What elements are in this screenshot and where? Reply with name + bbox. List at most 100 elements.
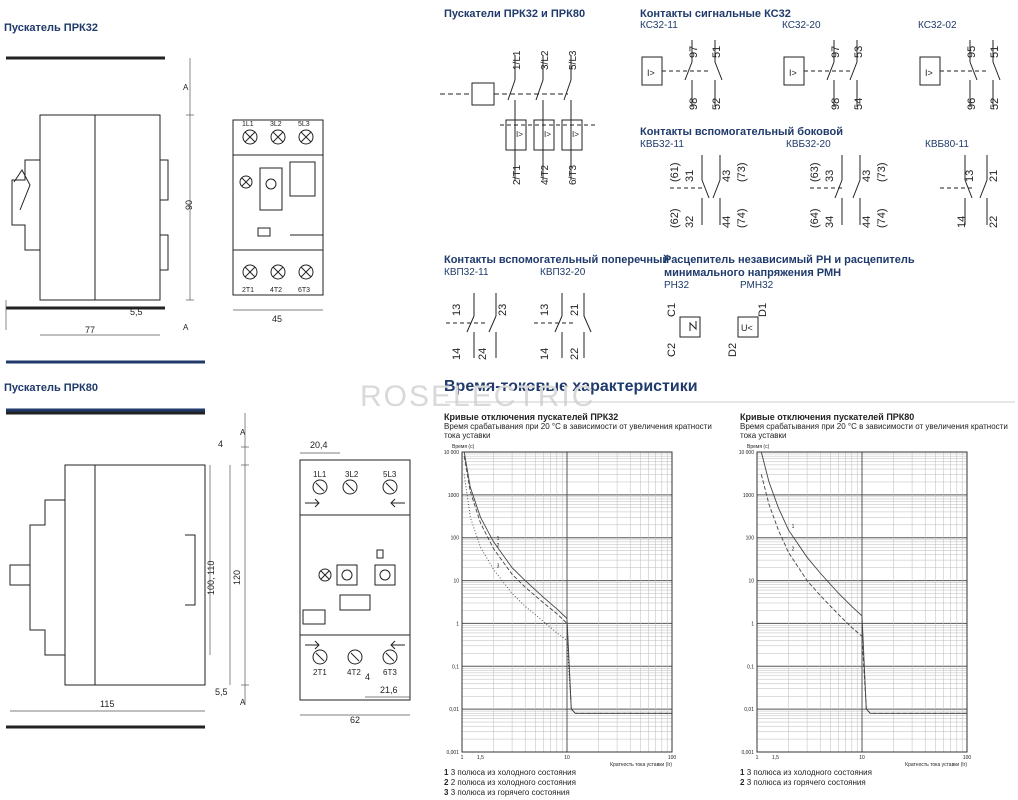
prk80-dim-4: 4 <box>218 439 223 449</box>
starters-bottom-3: 6/T3 <box>568 165 579 185</box>
chart2-legend-item-2: 2 3 полюса из горячего состояния <box>740 778 866 787</box>
kvp32-11-top-1: 13 <box>451 304 463 316</box>
kvb32-11-top-3: 43 <box>721 170 733 182</box>
prk32-dim-45: 45 <box>272 314 282 324</box>
time-current-title: Время-токовые характеристики <box>444 378 698 395</box>
x-tick-label: 10 <box>859 755 865 761</box>
ks32-20-top-1: 97 <box>830 46 842 58</box>
prk80-dim-100-110: 100, 110 <box>206 561 216 595</box>
starters-bottom-1: 2/T1 <box>512 165 523 185</box>
release-rmn32-scheme: U< D1 D2 <box>727 303 769 357</box>
y-tick-label: 0,001 <box>446 750 459 756</box>
prk80-term-2t1: 2T1 <box>313 668 327 677</box>
prk80-dim-a-bottom: A <box>240 698 246 707</box>
aux-cross-kvp32-20-scheme: 13 21 14 22 <box>534 293 592 360</box>
x-tick-label: 100 <box>963 755 972 761</box>
chart1-title: Кривые отключения пускателей ПРК32 <box>444 412 619 422</box>
prk32-dim-a-bottom: A <box>183 323 189 332</box>
starters-relay-1: I> <box>516 130 523 139</box>
prk80-title: Пускатель ПРК80 <box>4 382 98 394</box>
kvb32-11-bottom-3: 44 <box>721 216 733 228</box>
kvp32-20-top-2: 21 <box>569 304 581 316</box>
y-axis-label: Время (с) <box>747 444 770 450</box>
kvb80-11-top-1: 13 <box>964 170 976 182</box>
y-tick-label: 1000 <box>448 493 459 499</box>
prk32-dim-5-5: 5,5 <box>130 307 143 317</box>
release-title-line2: минимального напряжения РМН <box>664 267 842 279</box>
ks32-02-bottom-1: 96 <box>966 98 978 110</box>
prk80-dim-21-6: 21,6 <box>380 685 398 695</box>
signal-relay-symbol: I> <box>647 68 655 78</box>
prk80-front-view: 20,4 1L1 3L2 5L3 2T1 4T2 6T3 4 21,6 62 <box>299 440 411 725</box>
chart2-title: Кривые отключения пускателей ПРК80 <box>740 412 915 422</box>
kvb32-20-bottom-4: (74) <box>876 208 888 228</box>
y-tick-label: 10 <box>453 579 459 585</box>
ks32-11-bottom-2: 52 <box>711 98 723 110</box>
prk32-title: Пускатель ПРК32 <box>4 22 98 34</box>
kvb32-20-bottom-3: 44 <box>861 216 873 228</box>
rmn32-bottom: D2 <box>727 343 739 357</box>
signal-ks32-20-scheme: I> 97 53 98 54 <box>783 40 865 110</box>
prk32-dim-77: 77 <box>85 325 95 335</box>
prk80-term-4t2: 4T2 <box>347 668 361 677</box>
x-axis-label: Кратность тока уставки (Ir) <box>610 762 672 768</box>
y-tick-label: 10 000 <box>739 450 755 456</box>
kvb80-11-top-2: 21 <box>988 170 1000 182</box>
chart1-legend-item-1: 1 3 полюса из холодного состояния <box>444 768 576 777</box>
prk32-front-view: 1L1 3L2 5L3 2T1 4T2 6T3 45 <box>232 119 324 324</box>
y-tick-label: 1000 <box>743 493 754 499</box>
prk32-term-6t3: 6T3 <box>298 287 310 294</box>
aux-cross-kvp32-11-label: КВП32-11 <box>444 267 489 278</box>
x-tick-label: 1 <box>461 755 464 761</box>
kvb32-11-top-2: 31 <box>684 170 696 182</box>
ks32-20-bottom-1: 98 <box>830 98 842 110</box>
aux-side-kvb32-20-label: КВБ32-20 <box>786 139 831 150</box>
prk80-dim-5-5: 5,5 <box>215 687 228 697</box>
signal-ks32-02-label: КС32-02 <box>918 20 957 31</box>
rn32-top: C1 <box>666 303 678 317</box>
series-label-1: 1 <box>497 536 500 542</box>
kvp32-20-bottom-1: 14 <box>539 348 551 360</box>
x-tick-label: 100 <box>668 755 677 761</box>
aux-cross-kvp32-11-scheme: 13 23 14 24 <box>446 293 509 360</box>
aux-side-kvb32-11-scheme: (61) 31 43 (73) (62) 32 44 (74) <box>669 155 748 228</box>
kvp32-11-bottom-2: 24 <box>477 348 489 360</box>
kvb32-11-top-4: (73) <box>736 162 748 182</box>
signal-contacts-title: Контакты сигнальные КС32 <box>640 8 791 20</box>
release-rn32-label: РН32 <box>664 280 690 291</box>
ks32-11-bottom-1: 98 <box>688 98 700 110</box>
starters-bottom-2: 4/T2 <box>540 165 551 185</box>
ks32-02-top-1: 95 <box>966 46 978 58</box>
chart2-legend-item-1: 1 3 полюса из холодного состояния <box>740 768 872 777</box>
prk80-term-6t3: 6T3 <box>383 668 397 677</box>
prk80-term-5l3: 5L3 <box>383 470 397 479</box>
series-line-3 <box>463 474 672 714</box>
starters-top-3: 5/L3 <box>568 50 579 70</box>
kvb32-20-bottom-1: (64) <box>809 208 821 228</box>
series-line-1 <box>760 451 967 714</box>
prk32-term-2t1: 2T1 <box>242 287 254 294</box>
prk80-dim-a-top: A <box>240 428 246 437</box>
chart2-subtitle: Время срабатывания при 20 °C в зависимос… <box>740 422 1008 440</box>
aux-side-kvb80-11-label: КВБ80-11 <box>925 139 969 150</box>
y-tick-label: 10 <box>748 579 754 585</box>
prk32-term-1l1: 1L1 <box>242 121 254 128</box>
prk80-term-3l2: 3L2 <box>345 470 359 479</box>
release-rn32-scheme: C1 C2 <box>666 303 701 357</box>
chart1-legend-item-3: 3 3 полюса из горячего состояния <box>444 788 570 797</box>
kvb32-11-bottom-2: 32 <box>684 216 696 228</box>
ks32-11-top-1: 97 <box>688 46 700 58</box>
aux-cross-kvp32-20-label: КВП32-20 <box>540 267 586 278</box>
signal-ks32-20-label: КС32-20 <box>782 20 821 31</box>
x-tick-label: 10 <box>564 755 570 761</box>
release-title-line1: Расцепитель независимый РН и расцепитель <box>664 254 915 266</box>
y-tick-label: 10 000 <box>444 450 460 456</box>
signal-ks32-02-scheme: I> 95 51 96 52 <box>919 40 1001 110</box>
x-axis-label: Кратность тока уставки (Ir) <box>905 762 967 768</box>
y-tick-label: 0,001 <box>741 750 754 756</box>
prk32-term-5l3: 5L3 <box>298 121 310 128</box>
prk80-term-1l1: 1L1 <box>313 470 327 479</box>
y-tick-label: 0,01 <box>744 707 754 713</box>
x-tick-label: 1 <box>756 755 759 761</box>
